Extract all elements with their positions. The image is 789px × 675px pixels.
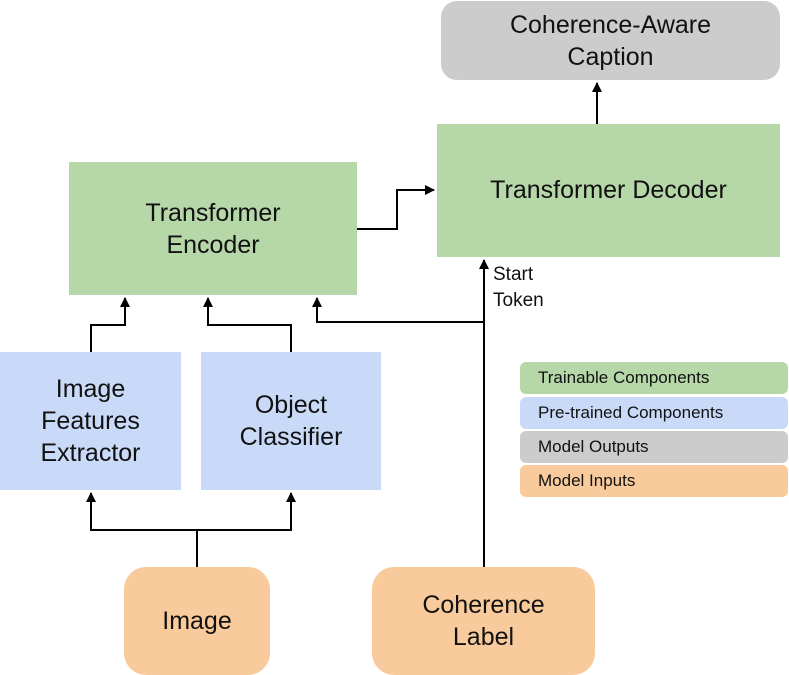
legend-item-trainable: Trainable Components bbox=[520, 362, 788, 394]
arrow-image-to-classifier bbox=[197, 492, 296, 531]
coherence-label-node: Coherence Label bbox=[372, 567, 595, 675]
object-classifier-node: Object Classifier bbox=[201, 352, 381, 490]
image-input-node: Image bbox=[124, 567, 270, 675]
transformer-encoder-node: Transformer Encoder bbox=[69, 162, 357, 295]
start-token-label: Start Token bbox=[493, 264, 544, 311]
arrow-coherence-to-encoder bbox=[312, 297, 484, 323]
arrow-image-to-extractor bbox=[86, 492, 198, 567]
legend-item-pretrained: Pre-trained Components bbox=[520, 397, 788, 429]
arrow-classifier-to-encoder bbox=[203, 297, 292, 352]
image-features-extractor-node: Image Features Extractor bbox=[0, 352, 181, 490]
coherence-aware-caption-node: Coherence-Aware Caption bbox=[441, 1, 780, 80]
arrow-encoder-to-decoder bbox=[357, 185, 435, 230]
legend-item-inputs: Model Inputs bbox=[520, 465, 788, 497]
transformer-decoder-node: Transformer Decoder bbox=[437, 124, 780, 257]
arrow-extractor-to-encoder bbox=[90, 297, 130, 352]
legend-item-outputs: Model Outputs bbox=[520, 431, 788, 463]
